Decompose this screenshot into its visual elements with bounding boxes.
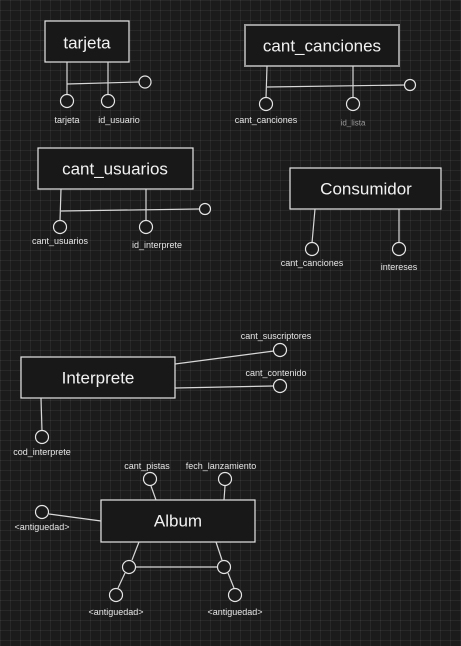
entity-cant-canciones-box[interactable] bbox=[244, 24, 400, 67]
connector-line bbox=[117, 572, 126, 589]
attribute-cant-canciones-label: cant_canciones bbox=[281, 258, 344, 268]
attribute-unnamed-circle[interactable] bbox=[198, 202, 212, 216]
entity-album[interactable]: Album bbox=[100, 499, 256, 543]
connector-line bbox=[174, 385, 274, 389]
attribute-intereses-circle[interactable] bbox=[391, 241, 407, 257]
attribute-cant-pistas-label: cant_pistas bbox=[124, 461, 170, 471]
connector-line bbox=[223, 485, 226, 501]
entity-consumidor-box[interactable] bbox=[289, 167, 442, 210]
attribute-fech-lanzamiento-label: fech_lanzamiento bbox=[186, 461, 257, 471]
attribute-cant-usuarios-label: cant_usuarios bbox=[32, 236, 89, 246]
attribute-fech-lanzamiento-circle[interactable] bbox=[217, 471, 233, 487]
connector-line bbox=[60, 208, 200, 212]
attribute-antiguedad-bottom-left-label: <antiguedad> bbox=[88, 607, 143, 617]
attribute-cant-canciones-circle[interactable] bbox=[258, 96, 274, 112]
entity-interprete[interactable]: Interprete bbox=[20, 356, 176, 399]
connector-line bbox=[215, 541, 223, 561]
attribute-id-usuario-circle[interactable] bbox=[100, 93, 116, 109]
attribute-antiguedad-bottom-right-label: <antiguedad> bbox=[207, 607, 262, 617]
entity-consumidor-label: Consumidor bbox=[320, 180, 412, 199]
entity-interprete-box[interactable] bbox=[20, 356, 176, 399]
entity-cant-usuarios-label: cant_usuarios bbox=[62, 160, 168, 179]
attribute-id-usuario-label: id_usuario bbox=[98, 115, 140, 125]
connector-line bbox=[150, 485, 157, 501]
connector-line bbox=[40, 397, 43, 432]
attribute-composite-right-circle[interactable] bbox=[216, 559, 232, 575]
connector-line bbox=[48, 513, 102, 522]
attribute-cant-suscriptores-label: cant_suscriptores bbox=[241, 331, 312, 341]
attribute-antiguedad-circle[interactable] bbox=[34, 504, 50, 520]
connector-line bbox=[174, 350, 275, 365]
attribute-id-lista-circle[interactable] bbox=[345, 96, 361, 112]
entity-album-label: Album bbox=[154, 512, 202, 531]
attribute-cant-suscriptores-circle[interactable] bbox=[272, 342, 288, 358]
connector-line bbox=[131, 541, 140, 561]
attribute-antiguedad-label: <antiguedad> bbox=[14, 522, 69, 532]
entity-cant-canciones-label: cant_canciones bbox=[263, 37, 381, 56]
attribute-cod-interprete-circle[interactable] bbox=[34, 429, 50, 445]
entity-cant-usuarios[interactable]: cant_usuarios bbox=[37, 147, 194, 190]
entity-tarjeta-box[interactable] bbox=[44, 20, 130, 63]
attribute-unnamed-circle[interactable] bbox=[138, 75, 152, 89]
attribute-unnamed-circle[interactable] bbox=[403, 78, 417, 92]
attribute-cant-contenido-circle[interactable] bbox=[272, 378, 288, 394]
attribute-cant-contenido-label: cant_contenido bbox=[245, 368, 306, 378]
attribute-cant-pistas-circle[interactable] bbox=[142, 471, 158, 487]
connector-line bbox=[59, 188, 62, 222]
entity-interprete-label: Interprete bbox=[62, 369, 135, 388]
connector-line bbox=[66, 81, 140, 85]
entity-consumidor[interactable]: Consumidor bbox=[289, 167, 442, 210]
attribute-id-interprete-label: id_interprete bbox=[132, 240, 182, 250]
attribute-antiguedad-bottom-left-circle[interactable] bbox=[108, 587, 124, 603]
attribute-antiguedad-bottom-right-circle[interactable] bbox=[227, 587, 243, 603]
connector-line bbox=[227, 572, 235, 589]
attribute-cod-interprete-label: cod_interprete bbox=[13, 447, 71, 457]
attribute-intereses-label: intereses bbox=[381, 262, 418, 272]
attribute-cant-usuarios-circle[interactable] bbox=[52, 219, 68, 235]
attribute-id-lista-label: id_lista bbox=[341, 119, 366, 128]
entity-cant-canciones[interactable]: cant_canciones bbox=[244, 24, 400, 67]
connector-line bbox=[311, 208, 316, 244]
attribute-id-interprete-circle[interactable] bbox=[138, 219, 154, 235]
entity-tarjeta-label: tarjeta bbox=[63, 34, 111, 53]
entity-tarjeta[interactable]: tarjeta bbox=[44, 20, 130, 63]
attribute-composite-left-circle[interactable] bbox=[121, 559, 137, 575]
connector-line bbox=[266, 84, 406, 88]
attribute-cant-canciones-label: cant_canciones bbox=[235, 115, 298, 125]
connector-line bbox=[265, 65, 268, 99]
attribute-tarjeta-label: tarjeta bbox=[54, 115, 79, 125]
entity-album-box[interactable] bbox=[100, 499, 256, 543]
entity-cant-usuarios-box[interactable] bbox=[37, 147, 194, 190]
attribute-tarjeta-circle[interactable] bbox=[59, 93, 75, 109]
attribute-cant-canciones-circle[interactable] bbox=[304, 241, 320, 257]
